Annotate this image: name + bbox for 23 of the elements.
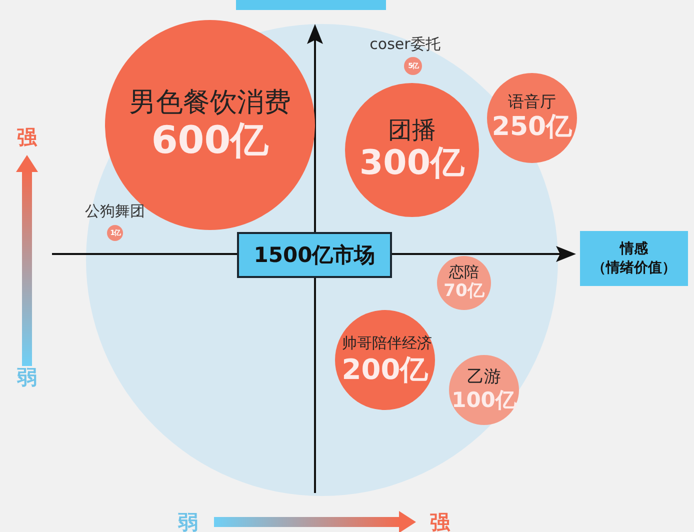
market-value: 300亿 xyxy=(360,146,464,182)
bubble-label: coser委托 xyxy=(370,34,440,55)
bubble-label: 男色餐饮消费 xyxy=(129,89,291,118)
market-value: 600亿 xyxy=(151,120,269,161)
market-box xyxy=(237,232,392,278)
market-value: 200亿 xyxy=(342,354,428,384)
bubble-label: 帅哥陪伴经济 xyxy=(342,336,432,352)
axis-label: 情感 xyxy=(620,242,648,256)
axis-label-box xyxy=(580,231,688,286)
bubble-label: 团播 xyxy=(388,118,436,144)
scale-label: 强 xyxy=(430,508,450,532)
scale-label: 强 xyxy=(17,124,37,150)
bubble-label: 乙游 xyxy=(467,368,501,386)
market-value: 100亿 xyxy=(452,389,516,412)
bubble-label: 恋陪 xyxy=(449,264,479,280)
scale-label: 弱 xyxy=(178,508,198,532)
market-value: 250亿 xyxy=(492,114,572,142)
market-value: 70亿 xyxy=(444,283,484,302)
bubble-label: 语音厅 xyxy=(508,94,556,112)
bubble-label: 公狗舞团 xyxy=(85,201,145,222)
market-total: 1500亿市场 xyxy=(254,244,376,266)
axis-label: （情绪价值） xyxy=(592,260,676,276)
scale-label: 弱 xyxy=(17,364,37,390)
